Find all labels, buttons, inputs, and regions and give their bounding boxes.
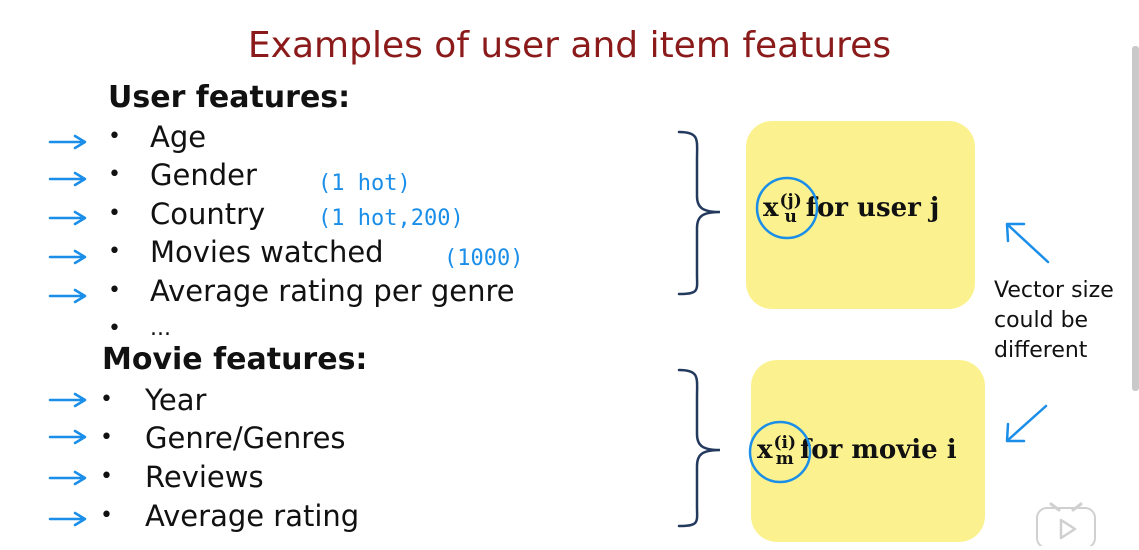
bullet-icon: • — [108, 278, 121, 303]
movie-features-heading: Movie features: — [102, 342, 368, 377]
movie-feature-item: Genre/Genres — [145, 421, 346, 455]
movie-feature-item: Year — [145, 383, 207, 417]
user-bracket-icon — [677, 130, 721, 296]
vector-superscript: (j) — [779, 191, 802, 211]
bullet-icon: • — [100, 464, 113, 489]
play-icon[interactable] — [1033, 500, 1099, 549]
vector-subscript: m — [775, 449, 794, 469]
down-left-arrow-icon — [1005, 404, 1048, 443]
right-arrow-icon — [48, 288, 87, 304]
bullet-icon: • — [108, 201, 121, 226]
user-feature-item: Country — [150, 197, 266, 231]
vector-caption: for movie i — [800, 435, 957, 465]
bullet-icon: • — [100, 503, 113, 528]
user-vector-label: x(j)u for user j — [763, 191, 940, 227]
bullet-icon: • — [108, 239, 121, 264]
side-note-line: could be — [994, 308, 1089, 333]
user-features-heading: User features: — [108, 80, 351, 115]
user-vector-circle — [755, 176, 819, 240]
bullet-icon: • — [108, 124, 121, 149]
right-arrow-icon — [48, 134, 87, 150]
vector-superscript: (i) — [773, 433, 797, 453]
right-arrow-icon — [48, 249, 87, 265]
right-arrow-icon — [48, 429, 87, 445]
side-note: Vector size could be different — [994, 276, 1114, 366]
annotation-gender: (1 hot) — [318, 171, 411, 196]
vector-symbol: x — [763, 193, 779, 223]
bullet-icon: • — [100, 425, 113, 450]
annotation-movies-watched: (1000) — [444, 246, 524, 271]
bullet-icon: • — [108, 162, 121, 187]
bullet-icon: • — [100, 387, 113, 412]
vector-subscript: u — [784, 207, 797, 227]
right-arrow-icon — [48, 392, 87, 408]
movie-feature-item: Reviews — [145, 460, 264, 494]
right-arrow-icon — [48, 171, 87, 187]
user-feature-item: ... — [150, 316, 171, 341]
up-left-arrow-icon — [1005, 222, 1050, 264]
user-feature-item: Age — [150, 120, 207, 154]
slide-title: Examples of user and item features — [247, 25, 892, 66]
vector-symbol: x — [757, 435, 773, 465]
right-arrow-icon — [48, 511, 87, 527]
vector-caption: for user j — [805, 193, 940, 223]
bullet-icon: • — [108, 316, 121, 341]
movie-vector-card — [751, 360, 985, 542]
side-note-line: Vector size — [994, 278, 1114, 303]
user-feature-item: Gender — [150, 158, 257, 192]
movie-vector-label: x(i)m for movie i — [757, 433, 957, 469]
movie-feature-item: Average rating — [145, 499, 360, 533]
movie-bracket-icon — [677, 368, 721, 528]
movie-vector-circle — [748, 420, 812, 484]
right-arrow-icon — [48, 210, 87, 226]
scrollbar-thumb[interactable] — [1132, 46, 1139, 391]
annotation-country: (1 hot,200) — [318, 206, 464, 231]
user-feature-item: Movies watched — [150, 235, 384, 269]
user-feature-item: Average rating per genre — [150, 274, 515, 308]
side-note-line: different — [994, 338, 1088, 363]
right-arrow-icon — [48, 470, 87, 486]
user-vector-card — [746, 121, 975, 309]
